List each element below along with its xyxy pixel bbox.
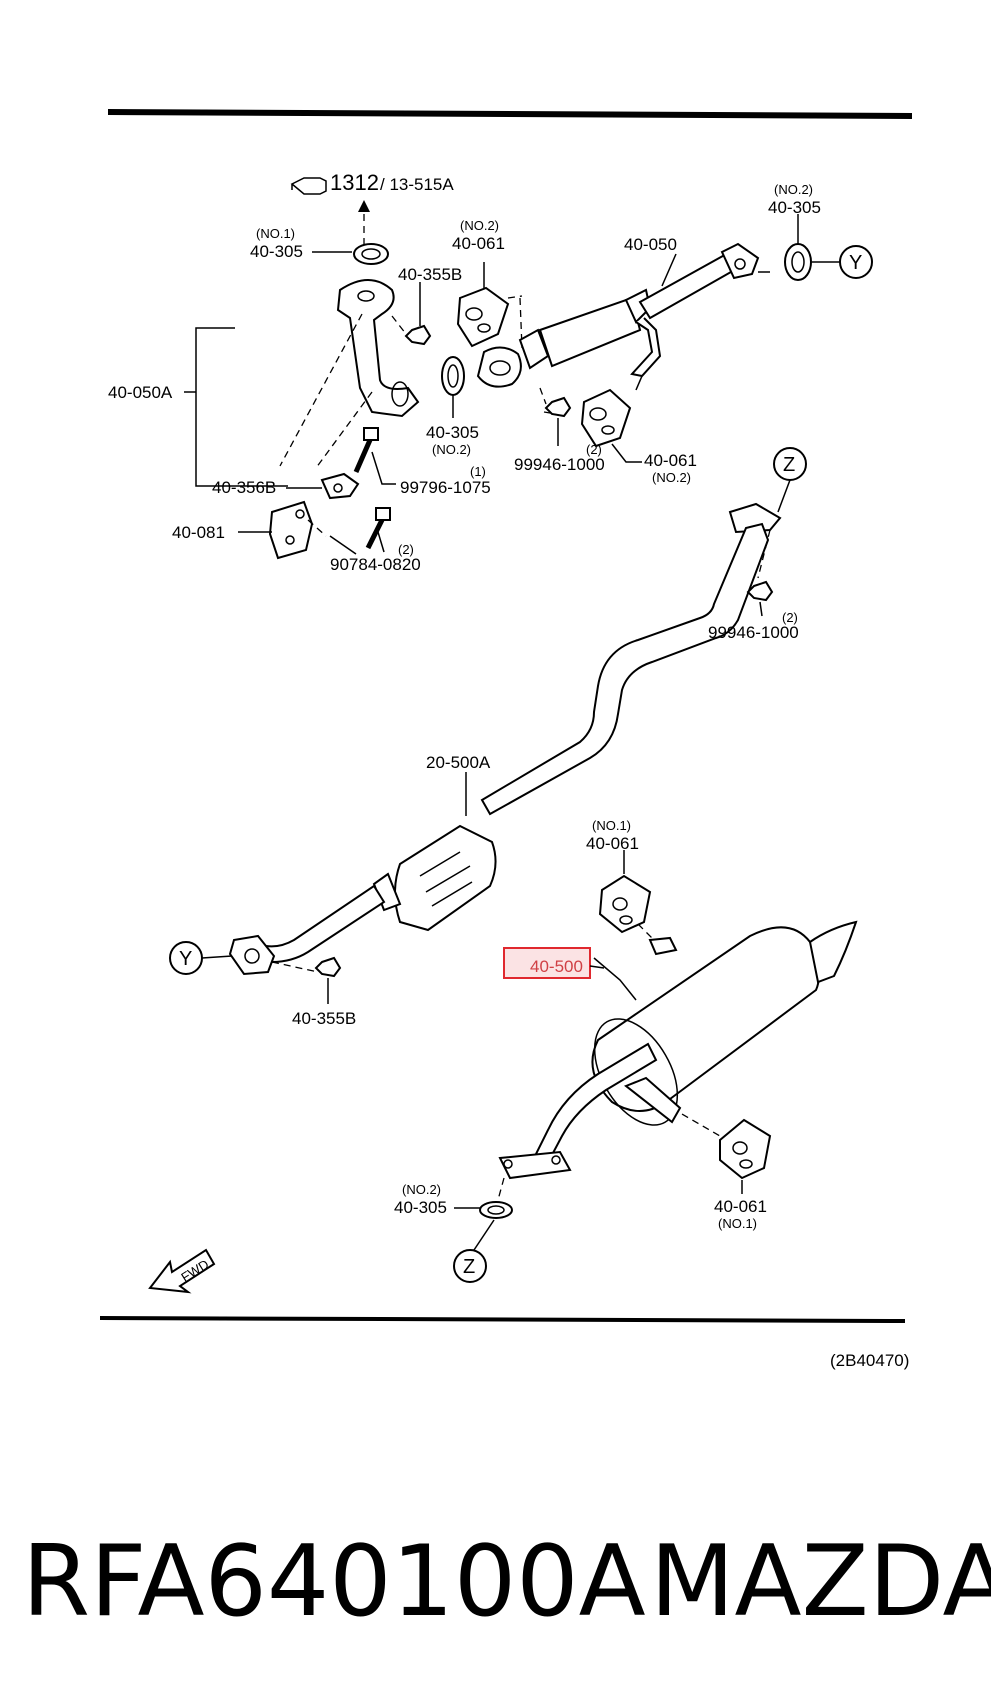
bracket-40-081: 40-081 xyxy=(172,500,327,560)
connector-z-bottom: Z xyxy=(453,1249,487,1283)
muffler-40-500 xyxy=(498,920,858,1180)
connector-z-top: Z xyxy=(773,447,807,513)
connector-z-label: Z xyxy=(783,454,795,476)
highlight-40-500: 40-500 xyxy=(503,947,605,979)
label-40-355b-top: 40-355B xyxy=(398,265,462,284)
front-pipe-40-050a: 40-050A xyxy=(108,279,420,487)
gasket-40-305-mid: 40-305 (NO.2) xyxy=(426,356,479,457)
label-qual: (NO.1) xyxy=(718,1216,757,1231)
label-code: 40-305 xyxy=(426,423,479,442)
label-code: 40-305 xyxy=(250,242,303,261)
reference-main: 1312 xyxy=(330,170,379,195)
label-code: 99946-1000 xyxy=(708,623,799,642)
label-qty: (2) xyxy=(398,542,414,557)
label-qual: (NO.1) xyxy=(592,818,631,833)
label-40-050a: 40-050A xyxy=(108,383,173,402)
label-code: 40-061 xyxy=(586,834,639,853)
label-code: 99796-1075 xyxy=(400,478,491,497)
label-code: 90784-0820 xyxy=(330,555,421,574)
bottom-rule xyxy=(99,1316,906,1323)
label-qual: (NO.1) xyxy=(256,226,295,241)
pipe-20-500a: 20-500A xyxy=(228,502,782,976)
hanger-40-061-no1-top: (NO.1) 40-061 xyxy=(586,818,655,941)
bracket-40-356b: 40-356B xyxy=(212,472,360,500)
label-code: 99946-1000 xyxy=(514,455,605,474)
gasket-40-305-no2-bottom: (NO.2) 40-305 xyxy=(394,1177,513,1251)
gasket-40-305-no1: (NO.1) 40-305 xyxy=(250,226,389,265)
label-qual: (NO.2) xyxy=(652,470,691,485)
connector-y-label: Y xyxy=(179,948,192,970)
label-qual: (NO.2) xyxy=(432,442,471,457)
label-code: 40-305 xyxy=(394,1198,447,1217)
label-qual: (NO.2) xyxy=(774,182,813,197)
connector-y-top: Y xyxy=(839,245,873,279)
hand-pointer-icon xyxy=(290,177,327,195)
reference-header: 1312 / 13-515A xyxy=(290,170,454,262)
top-rule xyxy=(107,109,913,119)
label-qual: (NO.2) xyxy=(402,1182,441,1197)
reference-sub: / 13-515A xyxy=(380,175,454,194)
label-code: 40-305 xyxy=(768,198,821,217)
connector-z-label: Z xyxy=(463,1256,475,1278)
label-40-356b: 40-356B xyxy=(212,478,276,497)
highlight-box xyxy=(503,947,591,979)
label-40-500: 40-500 xyxy=(530,957,583,976)
label-qty: (1) xyxy=(470,464,486,479)
figure-code: (2B40470) xyxy=(830,1351,909,1370)
label-40-050: 40-050 xyxy=(624,235,677,254)
label-code: 40-061 xyxy=(714,1197,767,1216)
label-qual: (NO.2) xyxy=(460,218,499,233)
bolt-90784-0820: (2) 90784-0820 xyxy=(329,507,421,574)
gasket-40-305-no2-top: (NO.2) 40-305 xyxy=(768,182,840,281)
connector-y-label: Y xyxy=(849,252,862,274)
label-qty: (2) xyxy=(782,610,798,625)
connector-y-bottom: Y xyxy=(169,941,233,975)
hanger-40-061-no1-bottom: 40-061 (NO.1) xyxy=(681,1113,772,1231)
label-40-081: 40-081 xyxy=(172,523,225,542)
label-20-500a: 20-500A xyxy=(426,753,491,772)
bolt-99796-1075: (1) 99796-1075 xyxy=(353,427,491,497)
pipe-40-050: 40-050 xyxy=(476,235,770,391)
hanger-40-061-no2-mid: 40-061 (NO.2) xyxy=(580,388,697,485)
footer-part-number: RFA640100A xyxy=(22,1525,646,1639)
hanger-40-061-no2-top: (NO.2) 40-061 xyxy=(452,218,523,349)
fwd-arrow-icon: FWD xyxy=(148,1248,216,1294)
nut-99946-1000-mid: (2) 99946-1000 xyxy=(708,529,799,642)
nut-40-355b-bottom: 40-355B xyxy=(271,956,356,1028)
label-40-355b-bottom: 40-355B xyxy=(292,1009,356,1028)
nut-40-355b-top: 40-355B xyxy=(391,265,462,346)
label-code: 40-061 xyxy=(452,234,505,253)
label-code: 40-061 xyxy=(644,451,697,470)
footer-brand: MAZDA xyxy=(650,1525,991,1639)
